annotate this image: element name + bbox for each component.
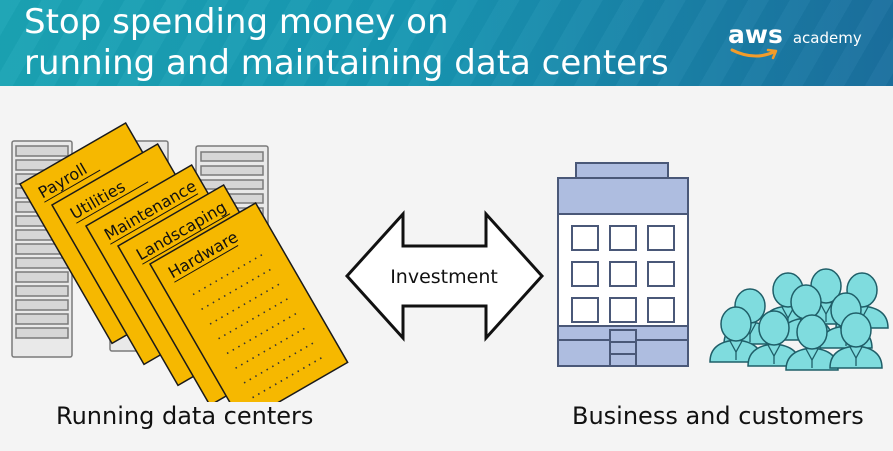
- people-group-icon: [709, 268, 889, 371]
- caption-business-and-customers: Business and customers: [572, 402, 864, 430]
- diagram: PayrollUtilitiesMaintenanceLandscapingHa…: [11, 121, 889, 402]
- academy-logo-text: academy: [792, 29, 862, 47]
- aws-academy-logo: aws academy: [728, 20, 862, 60]
- aws-smile-icon: [730, 48, 778, 60]
- double-arrow-icon: Investment: [344, 210, 545, 342]
- caption-running-data-centers: Running data centers: [56, 402, 314, 430]
- aws-logo-text: aws: [728, 20, 783, 49]
- person-icon: [785, 314, 839, 371]
- slide-title: Stop spending money on running and maint…: [24, 2, 669, 84]
- person-icon: [709, 306, 763, 363]
- slide-header: Stop spending money on running and maint…: [0, 0, 893, 86]
- person-icon: [829, 312, 883, 369]
- document-icon: Hardware: [148, 201, 349, 402]
- title-line-2: running and maintaining data centers: [24, 43, 669, 83]
- office-building-icon: [557, 162, 689, 367]
- person-icon: [747, 310, 801, 367]
- title-line-1: Stop spending money on: [24, 2, 449, 42]
- arrow-label: Investment: [390, 266, 498, 288]
- document-stack: PayrollUtilitiesMaintenanceLandscapingHa…: [18, 121, 349, 402]
